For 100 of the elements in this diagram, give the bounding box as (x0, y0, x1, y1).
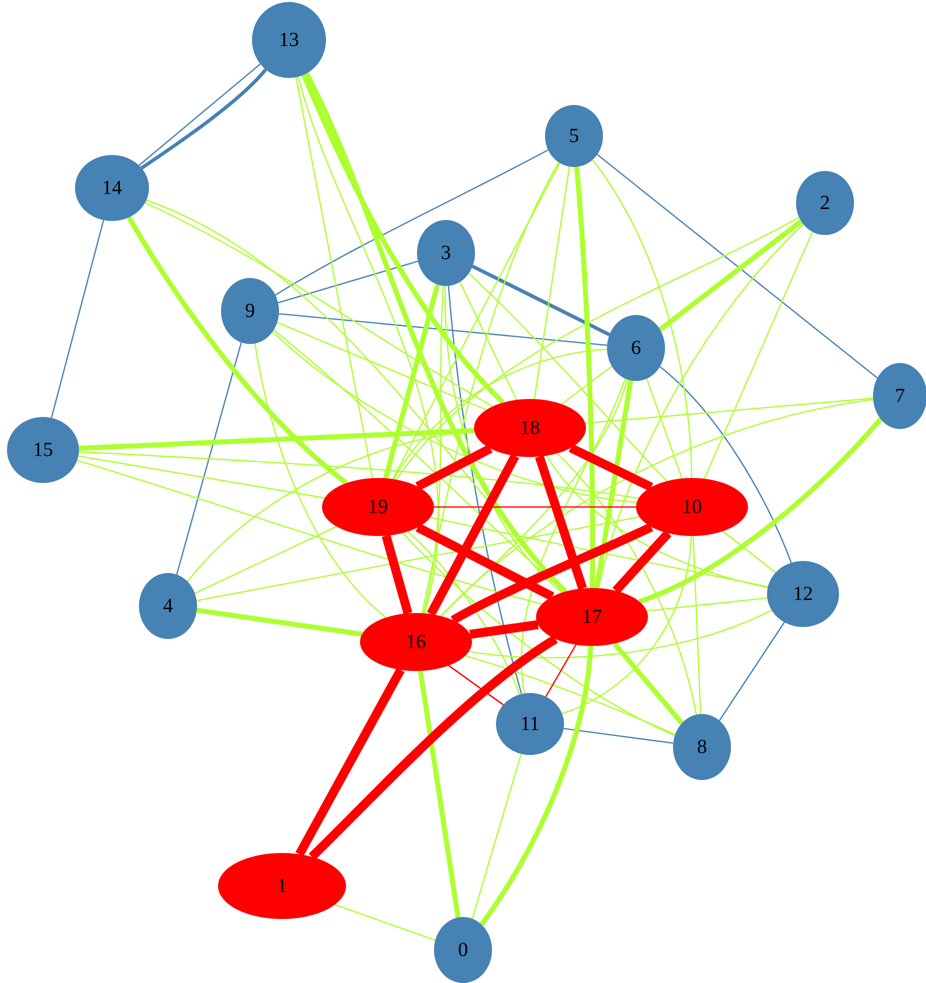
connector-line (480, 646, 594, 926)
connector-line (50, 220, 104, 418)
node-label: 11 (520, 714, 540, 734)
connector-line (254, 343, 386, 618)
connector-line (561, 366, 612, 405)
node-label: 14 (102, 178, 122, 198)
node-label: 17 (582, 607, 602, 627)
connector-line (416, 523, 554, 601)
node-label: 18 (520, 418, 540, 438)
node-label: 16 (406, 632, 426, 652)
connector-line (468, 610, 772, 658)
connector-line (402, 532, 676, 736)
connector-line (592, 159, 692, 478)
connector-line (646, 378, 683, 479)
connector-line (598, 224, 804, 588)
connector-line (301, 74, 505, 404)
connector-line (594, 380, 634, 589)
graph-node (873, 363, 926, 429)
graph-node (417, 220, 475, 286)
node-label: 6 (631, 338, 641, 358)
graph-node (536, 588, 648, 646)
connector-line (612, 530, 672, 594)
connector-line (382, 534, 412, 614)
connector-line (585, 398, 874, 424)
node-label: 15 (33, 440, 53, 460)
node-label: 3 (441, 243, 451, 263)
connector-line (78, 451, 639, 499)
connector-line (295, 77, 374, 478)
node-label: 4 (163, 596, 173, 616)
connector-line (308, 635, 558, 860)
connector-line (146, 200, 568, 592)
connector-line (440, 379, 628, 617)
connector-line (430, 517, 768, 588)
connector-line (196, 608, 362, 637)
node-label: 13 (279, 30, 299, 50)
connector-line (272, 331, 637, 504)
connector-line (415, 444, 493, 490)
connector-line (196, 516, 640, 602)
connector-line (568, 444, 654, 492)
node-label: 9 (245, 301, 255, 321)
connector-line (276, 322, 487, 410)
graph-node (545, 105, 603, 167)
connector-line (459, 282, 518, 400)
connector-line (646, 597, 768, 612)
connector-line (718, 622, 785, 721)
connector-line (275, 149, 548, 296)
connector-line (472, 754, 522, 919)
connector-line (596, 154, 878, 378)
connector-line (444, 286, 562, 593)
connector-line (407, 531, 520, 695)
connector-line (334, 904, 436, 941)
node-label: 19 (368, 497, 388, 517)
connector-line (562, 536, 692, 714)
connector-line (144, 202, 493, 408)
connector-line (472, 264, 610, 336)
connector-line (545, 644, 576, 697)
graph-node (607, 315, 665, 381)
connector-line (692, 536, 702, 714)
connector-line (658, 219, 803, 332)
connector-line (418, 670, 461, 918)
connector-line (393, 348, 608, 480)
connector-line (612, 642, 684, 725)
connector-line (465, 655, 676, 736)
connector-line (556, 452, 697, 715)
graph-node (636, 478, 748, 536)
connector-line (76, 460, 542, 605)
connector-line (176, 342, 242, 575)
connector-line (423, 286, 444, 614)
connector-line (440, 398, 874, 616)
connector-line (704, 232, 813, 479)
connector-line (534, 166, 570, 400)
node-label: 7 (895, 386, 905, 406)
connector-line (660, 366, 792, 564)
connector-line (638, 417, 882, 604)
connector-line (434, 506, 636, 508)
connector-line (422, 162, 560, 614)
connector-line (304, 72, 568, 594)
connector-line (78, 428, 474, 451)
connector-line (564, 728, 674, 744)
node-label: 0 (458, 940, 468, 960)
connector-line (535, 455, 587, 590)
connector-line (383, 284, 440, 479)
node-label: 12 (793, 584, 813, 604)
connector-line (278, 313, 608, 346)
connector-line (468, 273, 668, 482)
graph-node (434, 917, 492, 983)
connector-line (396, 216, 800, 480)
connector-line (448, 665, 504, 706)
connector-line (392, 162, 560, 480)
connector-line (278, 260, 418, 304)
connector-line (574, 166, 596, 588)
connector-line (450, 522, 654, 624)
node-label: 8 (697, 737, 707, 757)
connector-line (469, 620, 539, 639)
node-label: 5 (569, 126, 579, 146)
node-label: 1 (277, 876, 287, 896)
node-label: 10 (682, 497, 702, 517)
connector-line (426, 454, 520, 616)
connector-line (78, 455, 325, 499)
connector-line (194, 526, 337, 594)
